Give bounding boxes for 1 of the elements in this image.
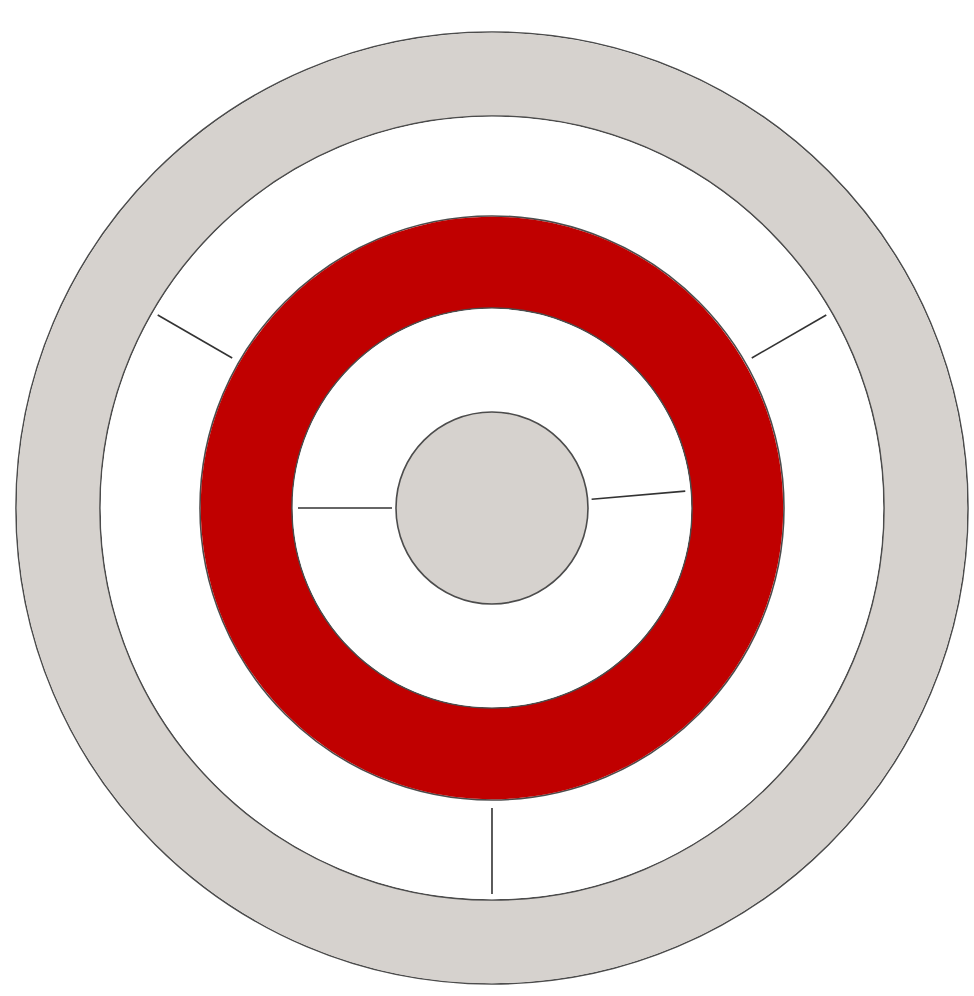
center-circle — [395, 411, 589, 605]
